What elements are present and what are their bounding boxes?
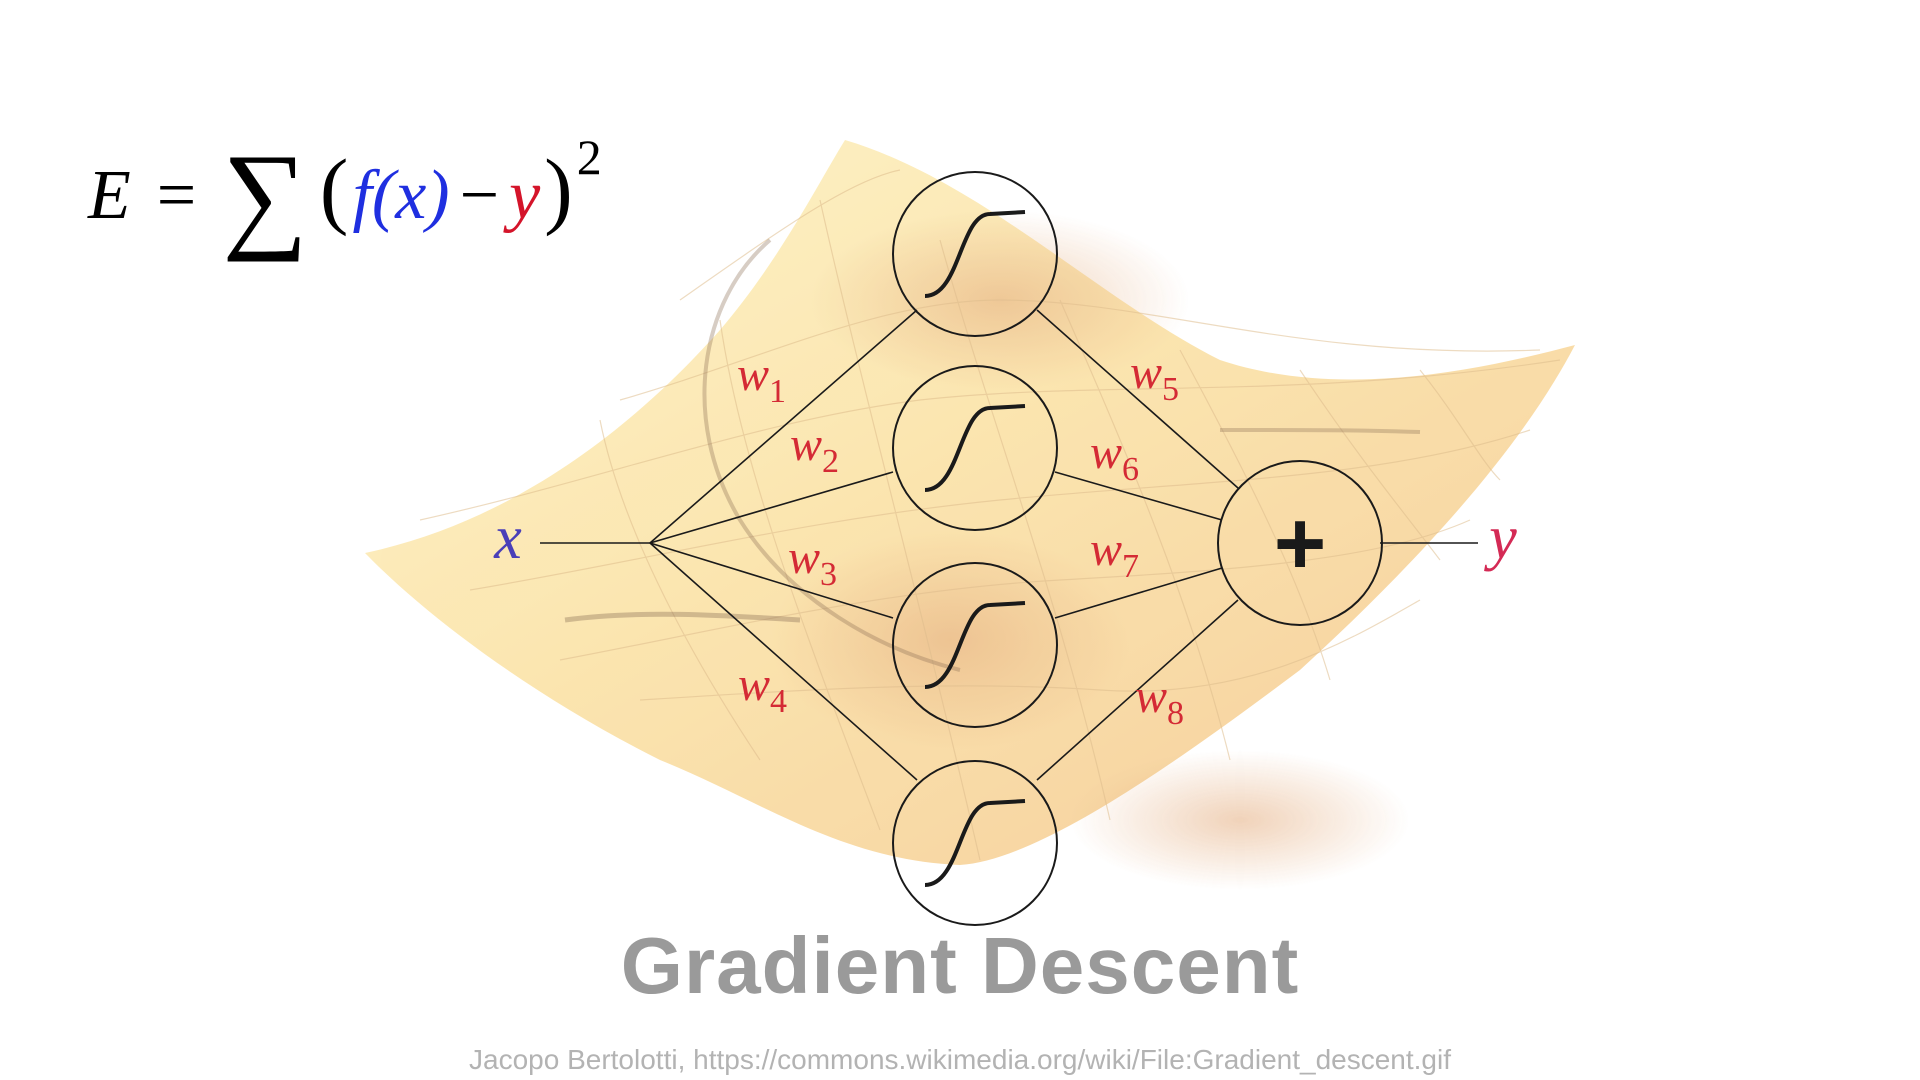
hidden-node-2 [892, 365, 1058, 531]
edge-w7 [1054, 567, 1223, 619]
equation-close-paren: ) [544, 141, 573, 237]
edge-w1 [649, 309, 918, 544]
weight-label-w8: w8 [1135, 670, 1184, 732]
sigmoid-icon [924, 799, 1026, 887]
hidden-node-3 [892, 562, 1058, 728]
weight-labels: w1 w2 w3 w4 w5 w6 w7 w8 [737, 346, 1184, 732]
image-credit: Jacopo Bertolotti, https://commons.wikim… [469, 1044, 1451, 1075]
edge-w4 [649, 542, 918, 781]
output-label: y [1483, 504, 1517, 572]
caption-title: Gradient Descent [620, 921, 1300, 1010]
hidden-node-1 [892, 171, 1058, 337]
edge-w8 [1036, 599, 1239, 781]
loss-surface [365, 140, 1575, 890]
error-equation: E = ∑ ( f(x) − y ) 2 [88, 118, 602, 256]
equation-open-paren: ( [319, 141, 349, 237]
network-edges [540, 309, 1478, 781]
equation-y: y [509, 157, 541, 234]
weight-label-w1: w1 [737, 348, 786, 410]
edge-w6 [1054, 471, 1223, 521]
equation-f-of-x: f(x) [352, 157, 450, 234]
equation-equals: = [156, 157, 197, 234]
weight-label-w6: w6 [1090, 426, 1139, 488]
sum-node: + [1217, 460, 1383, 626]
sigmoid-icon [924, 404, 1026, 492]
sigmoid-icon [924, 210, 1026, 298]
equation-lhs: E [88, 157, 131, 234]
summation-symbol: ∑ [222, 129, 308, 262]
weight-label-w3: w3 [788, 531, 837, 593]
weight-label-w4: w4 [738, 658, 787, 720]
edge-w2 [649, 471, 894, 544]
input-label: x [493, 504, 522, 572]
weight-label-w5: w5 [1130, 346, 1179, 408]
edge-w5 [1036, 309, 1239, 489]
weight-label-w2: w2 [790, 418, 839, 480]
plus-symbol: + [1274, 494, 1327, 594]
weight-label-w7: w7 [1090, 523, 1139, 585]
equation-minus: − [459, 157, 500, 234]
hidden-node-4 [892, 760, 1058, 926]
sigmoid-icon [924, 601, 1026, 689]
equation-exponent: 2 [576, 129, 602, 185]
edge-w3 [649, 542, 894, 619]
